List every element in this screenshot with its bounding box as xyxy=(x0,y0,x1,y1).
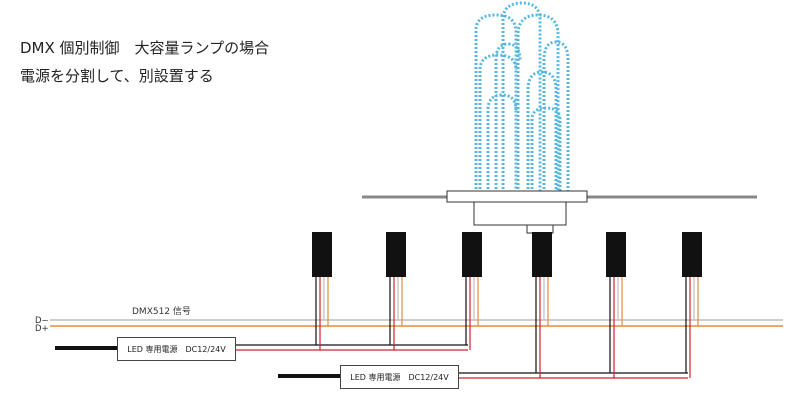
water-jet xyxy=(526,70,558,193)
led-power-supply-2: LED 専用電源 DC12/24V xyxy=(340,365,459,389)
led-driver-box xyxy=(462,232,482,277)
d-minus-label: D− xyxy=(35,316,49,326)
led-driver-box xyxy=(532,232,552,277)
diagram-subtitle: 電源を分割して、別設置する xyxy=(20,67,214,85)
nozzle-stem xyxy=(526,224,554,234)
nozzle-body xyxy=(473,201,567,226)
led-driver-box xyxy=(312,232,332,277)
nozzle-plate xyxy=(446,190,588,203)
fountain-water-jets xyxy=(474,1,570,193)
led-power-supply-1: LED 専用電源 DC12/24V xyxy=(117,337,236,361)
water-jet xyxy=(486,93,518,193)
water-jet xyxy=(530,106,562,193)
water-jet xyxy=(478,53,518,193)
psu-label: LED 専用電源 DC12/24V xyxy=(127,344,226,354)
dmx-led-drivers xyxy=(312,232,702,378)
power-cable-spine-2 xyxy=(457,372,688,379)
led-driver-box xyxy=(386,232,406,277)
d-plus-label: D+ xyxy=(35,324,49,334)
water-jet xyxy=(501,1,542,193)
led-driver-box xyxy=(682,232,702,277)
water-jet xyxy=(474,13,518,193)
dmx-signal-label: DMX512 信号 xyxy=(132,305,191,317)
diagram-title: DMX 個別制御 大容量ランプの場合 xyxy=(20,39,270,57)
power-cable-spine-1 xyxy=(234,344,468,351)
water-jet xyxy=(542,40,570,193)
water-jet xyxy=(516,13,560,193)
water-jet xyxy=(494,42,522,193)
psu-label: LED 専用電源 DC12/24V xyxy=(350,372,449,382)
led-driver-box xyxy=(606,232,626,277)
